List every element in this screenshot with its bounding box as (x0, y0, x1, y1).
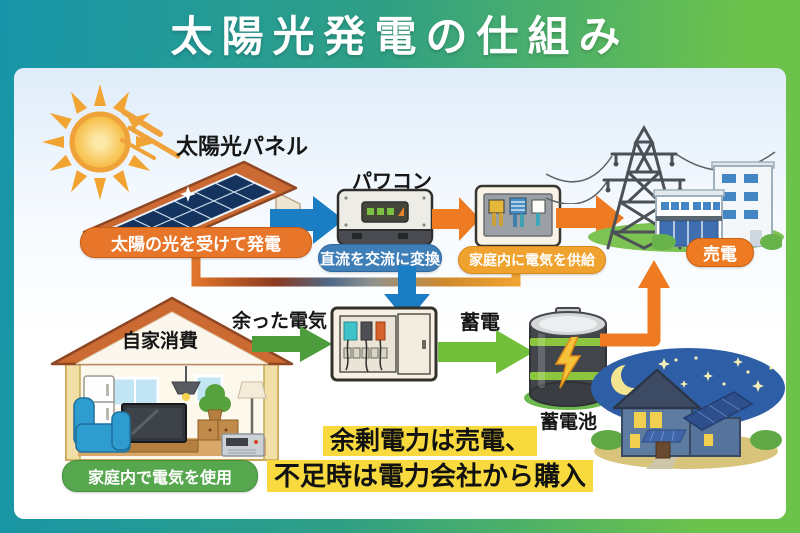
storage-battery-label: 蓄電池 (540, 412, 598, 433)
convert-badge: 直流を交流に変換 (318, 244, 442, 272)
home-interior-icon (50, 296, 294, 461)
self-consumption-label: 自家消費 (122, 331, 199, 352)
note-line-1: 余剰電力は売電、 (322, 426, 537, 456)
night-house-icon (591, 348, 785, 469)
sun-rays-icon (120, 109, 181, 160)
battery-icon (524, 307, 612, 410)
generate-badge: 太陽の光を受けて発電 (80, 227, 312, 258)
surplus-power-label: 余った電気 (232, 311, 328, 332)
sell-badge: 売電 (686, 238, 754, 267)
company-buildings-icon (652, 161, 782, 250)
arrow-up-elbow-icon (600, 260, 670, 347)
bottom-note: 余剰電力は売電、 不足時は電力会社から購入 (230, 426, 630, 493)
power-conditioner-label: パワコン (352, 171, 432, 193)
arrow-right-icon (270, 196, 344, 244)
supply-badge: 家庭内に電気を供給 (458, 246, 606, 274)
note-line-2: 不足時は電力会社から購入 (266, 460, 593, 493)
solar-panel-label: 太陽光パネル (176, 134, 309, 159)
arrow-right-icon (438, 330, 534, 374)
page-title: 太陽光発電の仕組み (170, 12, 630, 60)
breaker-panel-icon (474, 184, 562, 248)
charge-label: 蓄電 (460, 312, 500, 334)
arrow-right-icon (432, 197, 480, 241)
arrow-right-icon (252, 326, 332, 362)
home-use-badge: 家庭内で電気を使用 (62, 460, 258, 492)
distribution-board-icon (330, 306, 438, 382)
